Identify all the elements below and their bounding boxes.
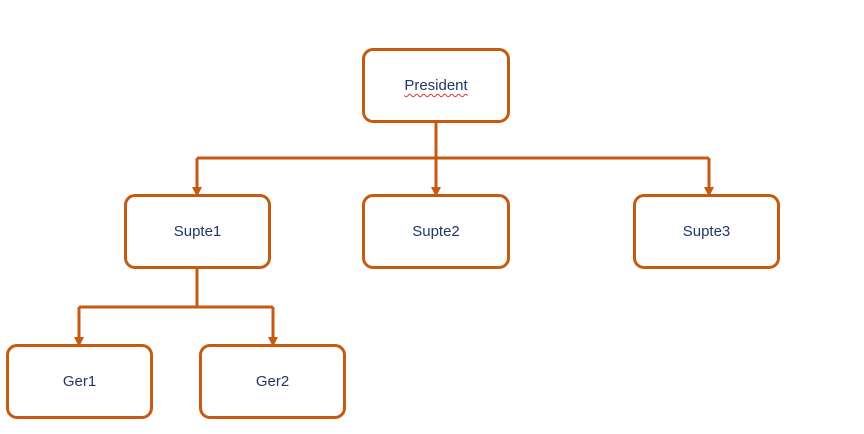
node-label-ger1: Ger1 <box>62 373 97 390</box>
node-supte1[interactable]: Supte1 <box>124 194 271 269</box>
node-ger1[interactable]: Ger1 <box>6 344 153 419</box>
node-ger2[interactable]: Ger2 <box>199 344 346 419</box>
node-label-president: President <box>404 77 468 94</box>
node-label-supte1: Supte1 <box>173 223 222 240</box>
node-president[interactable]: President <box>362 48 510 123</box>
node-label-supte3: Supte3 <box>682 223 731 240</box>
node-supte3[interactable]: Supte3 <box>633 194 780 269</box>
node-label-ger2: Ger2 <box>255 373 290 390</box>
node-label-supte2: Supte2 <box>412 223 460 240</box>
node-supte2[interactable]: Supte2 <box>362 194 510 269</box>
